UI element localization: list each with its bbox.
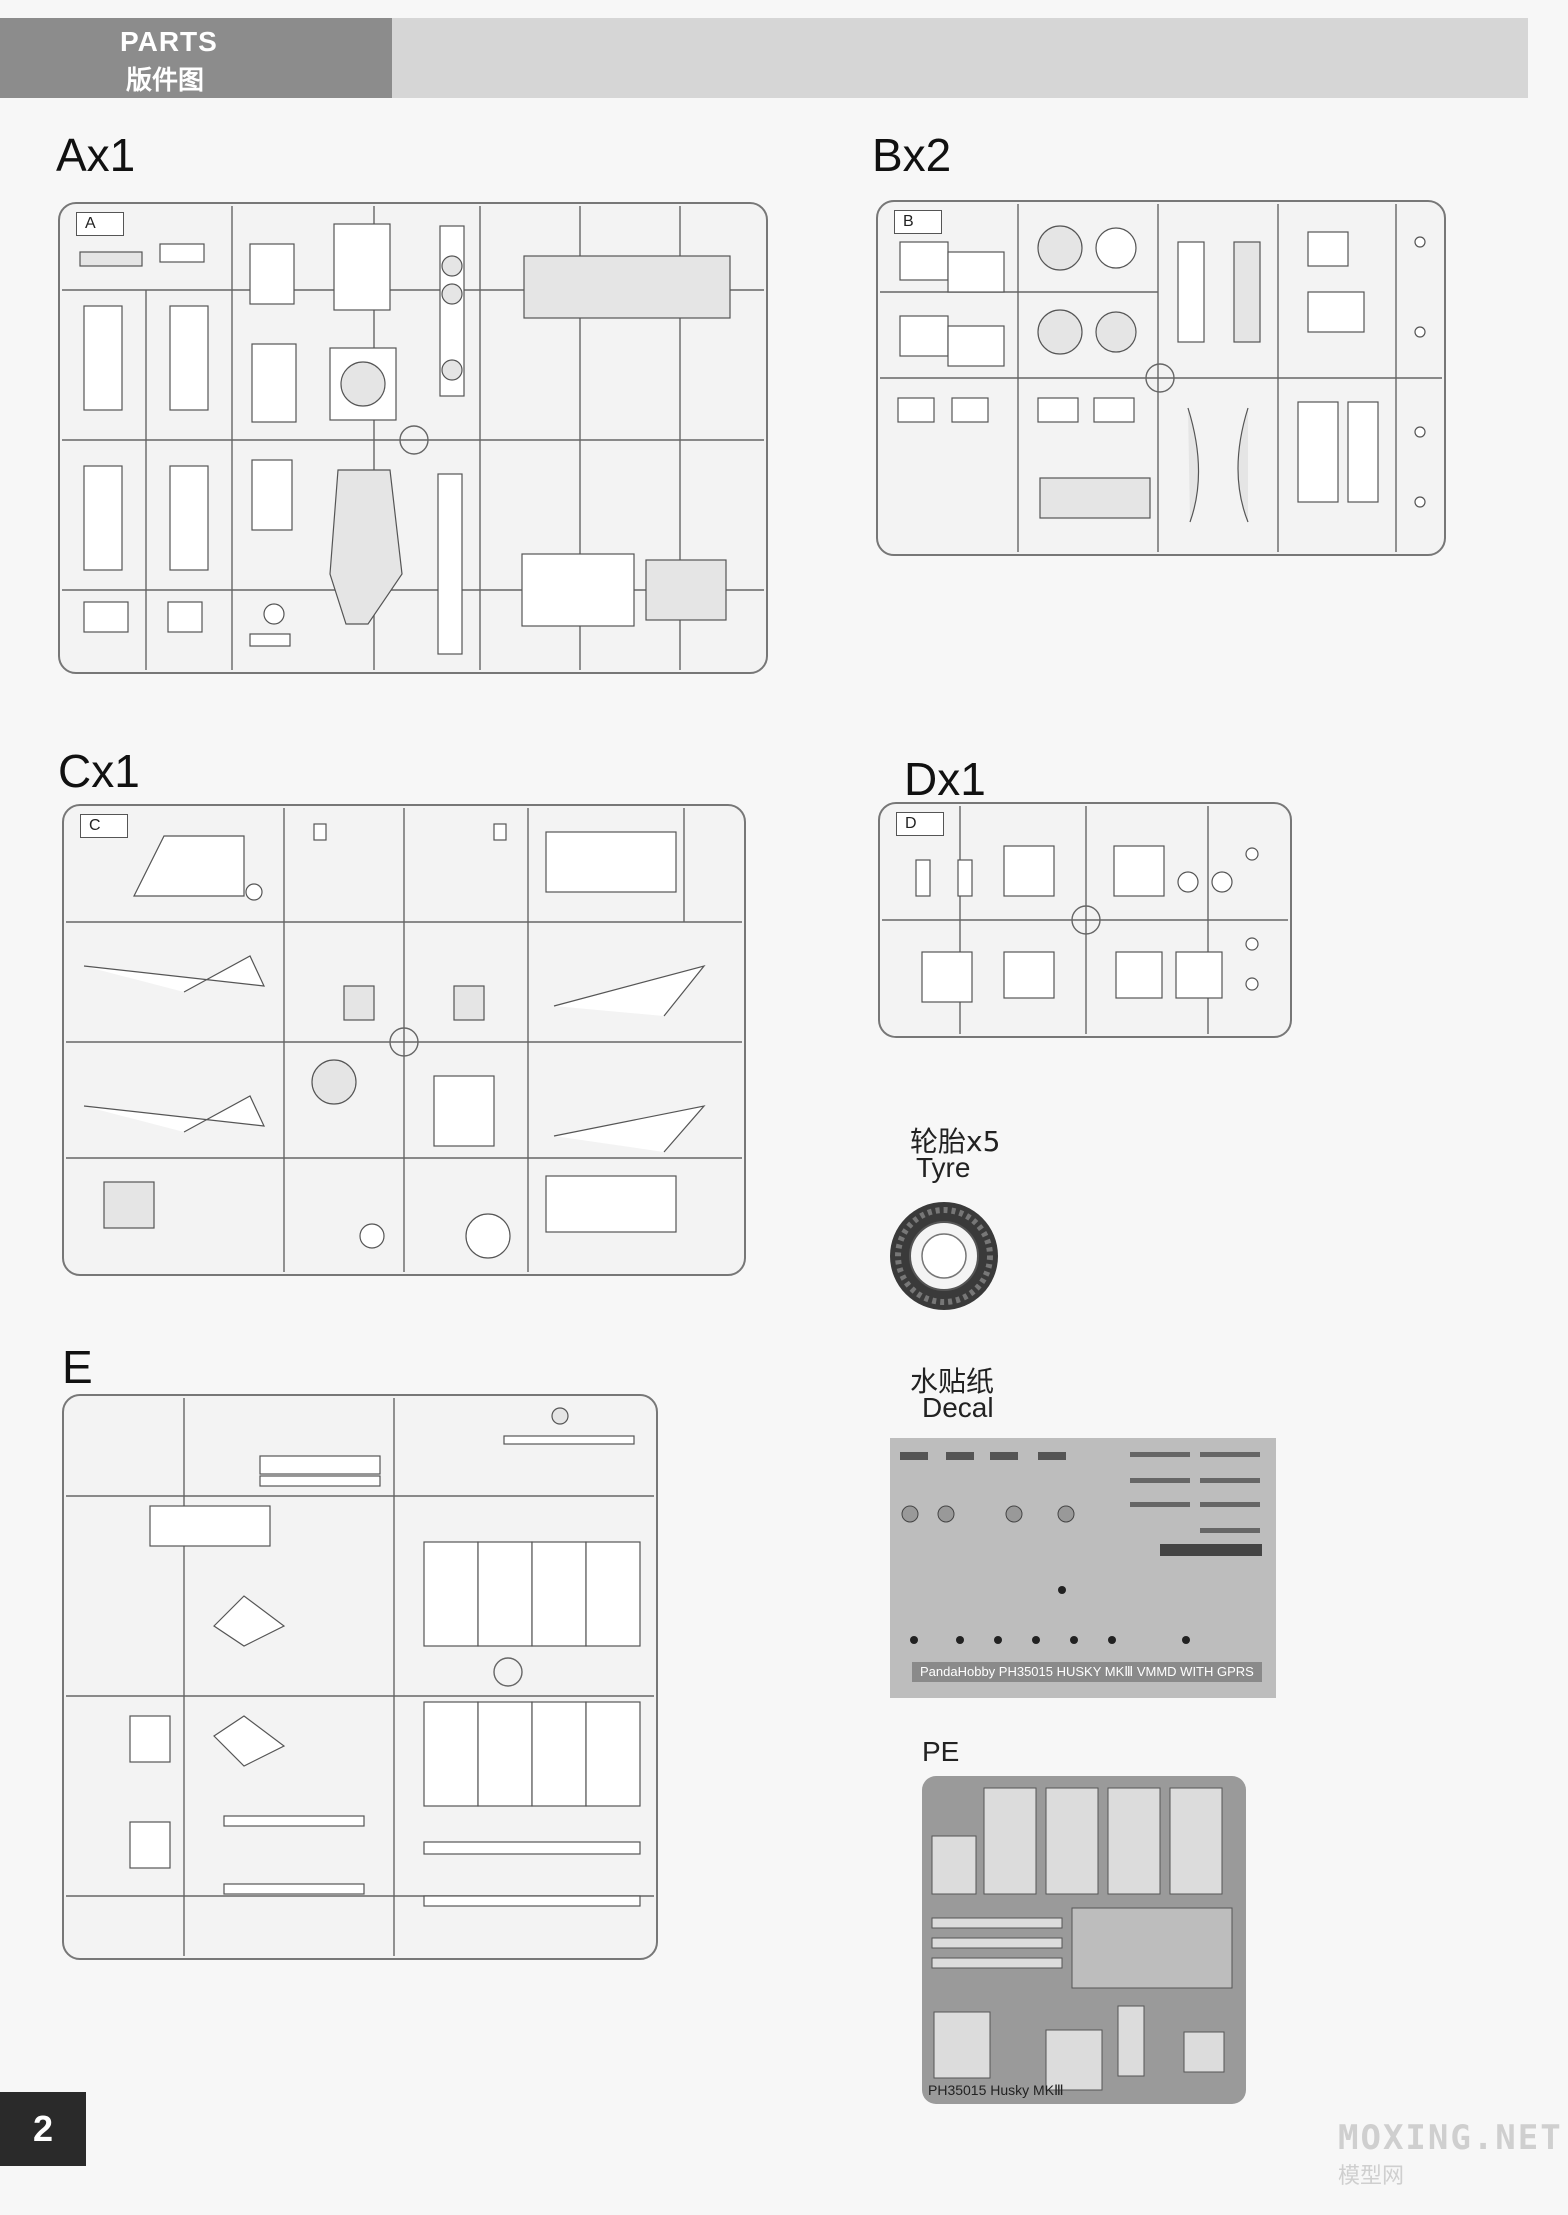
parts-title: PARTS xyxy=(120,26,218,57)
decal-caption: PandaHobby PH35015 HUSKY MKⅢ VMMD WITH G… xyxy=(912,1662,1262,1682)
decal-label-en: Decal xyxy=(922,1392,994,1423)
pe-fret: PH35015 Husky MKⅢ xyxy=(922,1776,1246,2104)
sprue-c-frame: C xyxy=(62,804,746,1276)
sprue-e-frame xyxy=(62,1394,658,1960)
sprue-d-title: Dx1 xyxy=(904,753,986,805)
sprue-c-parts xyxy=(66,808,742,1272)
sprue-d-parts xyxy=(882,806,1288,1034)
sprue-b-parts xyxy=(880,204,1442,552)
tyre-label-cn: 轮胎x5 xyxy=(910,1125,1001,1158)
sprue-a-title: Ax1 xyxy=(56,129,136,181)
sprue-d-letter: D xyxy=(896,812,944,836)
pe-caption: PH35015 Husky MKⅢ xyxy=(928,2082,1064,2098)
header-bar-extension xyxy=(392,18,1528,98)
pe-parts xyxy=(931,1787,1233,2091)
tyre-image xyxy=(890,1202,998,1310)
decal-markings xyxy=(900,1452,1262,1644)
sprue-b-letter: B xyxy=(894,210,942,234)
sprue-e-title: E xyxy=(62,1341,93,1393)
parts-title-cn: 版件图 xyxy=(126,66,205,96)
sprue-a-parts xyxy=(62,206,764,670)
sprue-a-frame: A xyxy=(58,202,768,674)
sprue-c-letter: C xyxy=(80,814,128,838)
sprue-b-title: Bx2 xyxy=(872,129,952,181)
sprue-d-frame: D xyxy=(878,802,1292,1038)
page-number: 2 xyxy=(0,2092,86,2166)
sprue-e-parts xyxy=(66,1398,654,1956)
sprue-b-frame: B xyxy=(876,200,1446,556)
decal-sheet: PandaHobby PH35015 HUSKY MKⅢ VMMD WITH G… xyxy=(890,1438,1276,1698)
watermark: MOXING.NET xyxy=(1338,2118,1563,2158)
sprue-a-letter: A xyxy=(76,212,124,236)
decal-label-cn: 水贴纸 xyxy=(910,1365,995,1398)
header-bar xyxy=(0,18,392,98)
tyre-label-en: Tyre xyxy=(916,1152,971,1183)
sprue-c-title: Cx1 xyxy=(58,745,140,797)
watermark-cn: 模型网 xyxy=(1338,2164,1405,2189)
pe-label: PE xyxy=(922,1736,960,1767)
